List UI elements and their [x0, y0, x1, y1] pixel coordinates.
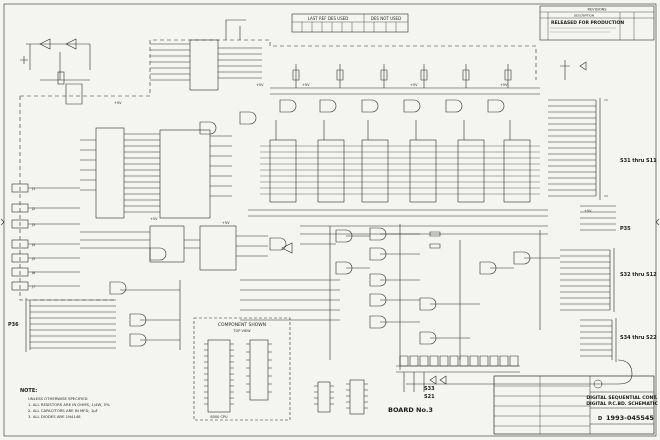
board-label: BOARD No.3	[388, 406, 433, 414]
connector-label: J2	[31, 207, 35, 211]
power-label: +5V	[500, 83, 508, 87]
sheet-border	[3, 3, 657, 437]
latch-chip-row	[248, 120, 548, 217]
connector-label: J6	[31, 271, 35, 275]
p35-label: P35	[620, 226, 631, 232]
bottom-switch-labels: S33 S21	[424, 386, 435, 400]
connector-label: J7	[31, 285, 35, 289]
company-logo	[593, 379, 603, 389]
bottom-switch-row	[396, 355, 520, 392]
power-label: +5V	[222, 221, 230, 225]
component-shown-box: COMPONENT SHOWN TOP VIEW 8000 CPU	[193, 317, 291, 421]
notes-title: NOTE:	[20, 388, 37, 394]
left-connector-block	[11, 183, 116, 352]
s34-label: S34 thru S22	[620, 335, 657, 341]
power-label: +5V	[256, 83, 264, 87]
right-connector-bus	[406, 98, 633, 385]
drawing-size: D	[598, 416, 602, 422]
power-label: +5V	[114, 101, 122, 105]
oscillator-circuit	[20, 38, 91, 105]
power-label: +5V	[150, 217, 158, 221]
connector-label: J4	[31, 243, 36, 247]
drawing-title-line2: DIGITAL P.C.BD. SCHEMATIC	[586, 401, 658, 407]
connector-label: J3	[31, 223, 35, 227]
drawing-number: 1993-045545	[606, 414, 654, 422]
note-line: UNLESS OTHERWISE SPECIFIED	[28, 396, 88, 401]
component-shown-subtitle: TOP VIEW	[232, 329, 251, 333]
last-ref-des-used-header: LAST REF DES USED	[308, 16, 349, 21]
left-connector-labels: J1 J2 J3 J4 J5 J6 J7 P36	[8, 187, 36, 328]
revisions-header: REVISIONS	[588, 8, 608, 12]
power-label: +5V	[584, 209, 592, 213]
power-labels: +5V +5V +5V +5V +5V +5V +5V +5V	[114, 83, 592, 225]
right-connector-labels: S31 thru S11 P35 S32 thru S12 S34 thru S…	[620, 158, 657, 341]
p36-label: P36	[8, 322, 19, 328]
u7-chip	[150, 19, 262, 91]
power-label: +5V	[302, 83, 310, 87]
note-line: 2. ALL CAPACITORS ARE IN MFD, 1µF	[28, 408, 98, 413]
component-shown-title: COMPONENT SHOWN	[218, 322, 266, 328]
des-not-used-header: DES NOT USED	[371, 16, 401, 21]
title-block: DIGITAL SEQUENTIAL CONT. DIGITAL P.C.BD.…	[493, 375, 658, 435]
ref-designator-table: LAST REF DES USED DES NOT USED	[291, 13, 409, 33]
upper-gate-row	[199, 60, 587, 135]
revisions-description-header: DESCRIPTION	[574, 14, 594, 18]
component-chip-label: 8000 CPU	[210, 415, 228, 419]
s32-label: S32 thru S12	[620, 272, 657, 278]
note-line: 3. ALL DIODES ARE 1N4148	[28, 414, 81, 419]
power-label: +5V	[410, 83, 418, 87]
s33-label: S33	[424, 386, 435, 392]
lower-left-gates	[80, 225, 268, 350]
center-gate-cluster	[240, 224, 560, 370]
s31-label: S31 thru S11	[620, 158, 657, 164]
note-line: 1. ALL RESISTORS ARE IN OHMS, 1/4W, 5%	[28, 402, 110, 407]
connector-label: J5	[31, 257, 35, 261]
revisions-entry: RELEASED FOR PRODUCTION	[551, 20, 624, 26]
drawing-title-line1: DIGITAL SEQUENTIAL CONT.	[586, 395, 657, 401]
s21-label: S21	[424, 394, 435, 400]
u3-cpu-chip	[80, 127, 232, 219]
notes-block: NOTE: UNLESS OTHERWISE SPECIFIED 1. ALL …	[20, 388, 110, 419]
small-dip-outlines	[314, 379, 368, 415]
connector-label: J1	[31, 187, 35, 191]
revisions-block: REVISIONS DESCRIPTION RELEASED FOR PRODU…	[539, 5, 655, 41]
